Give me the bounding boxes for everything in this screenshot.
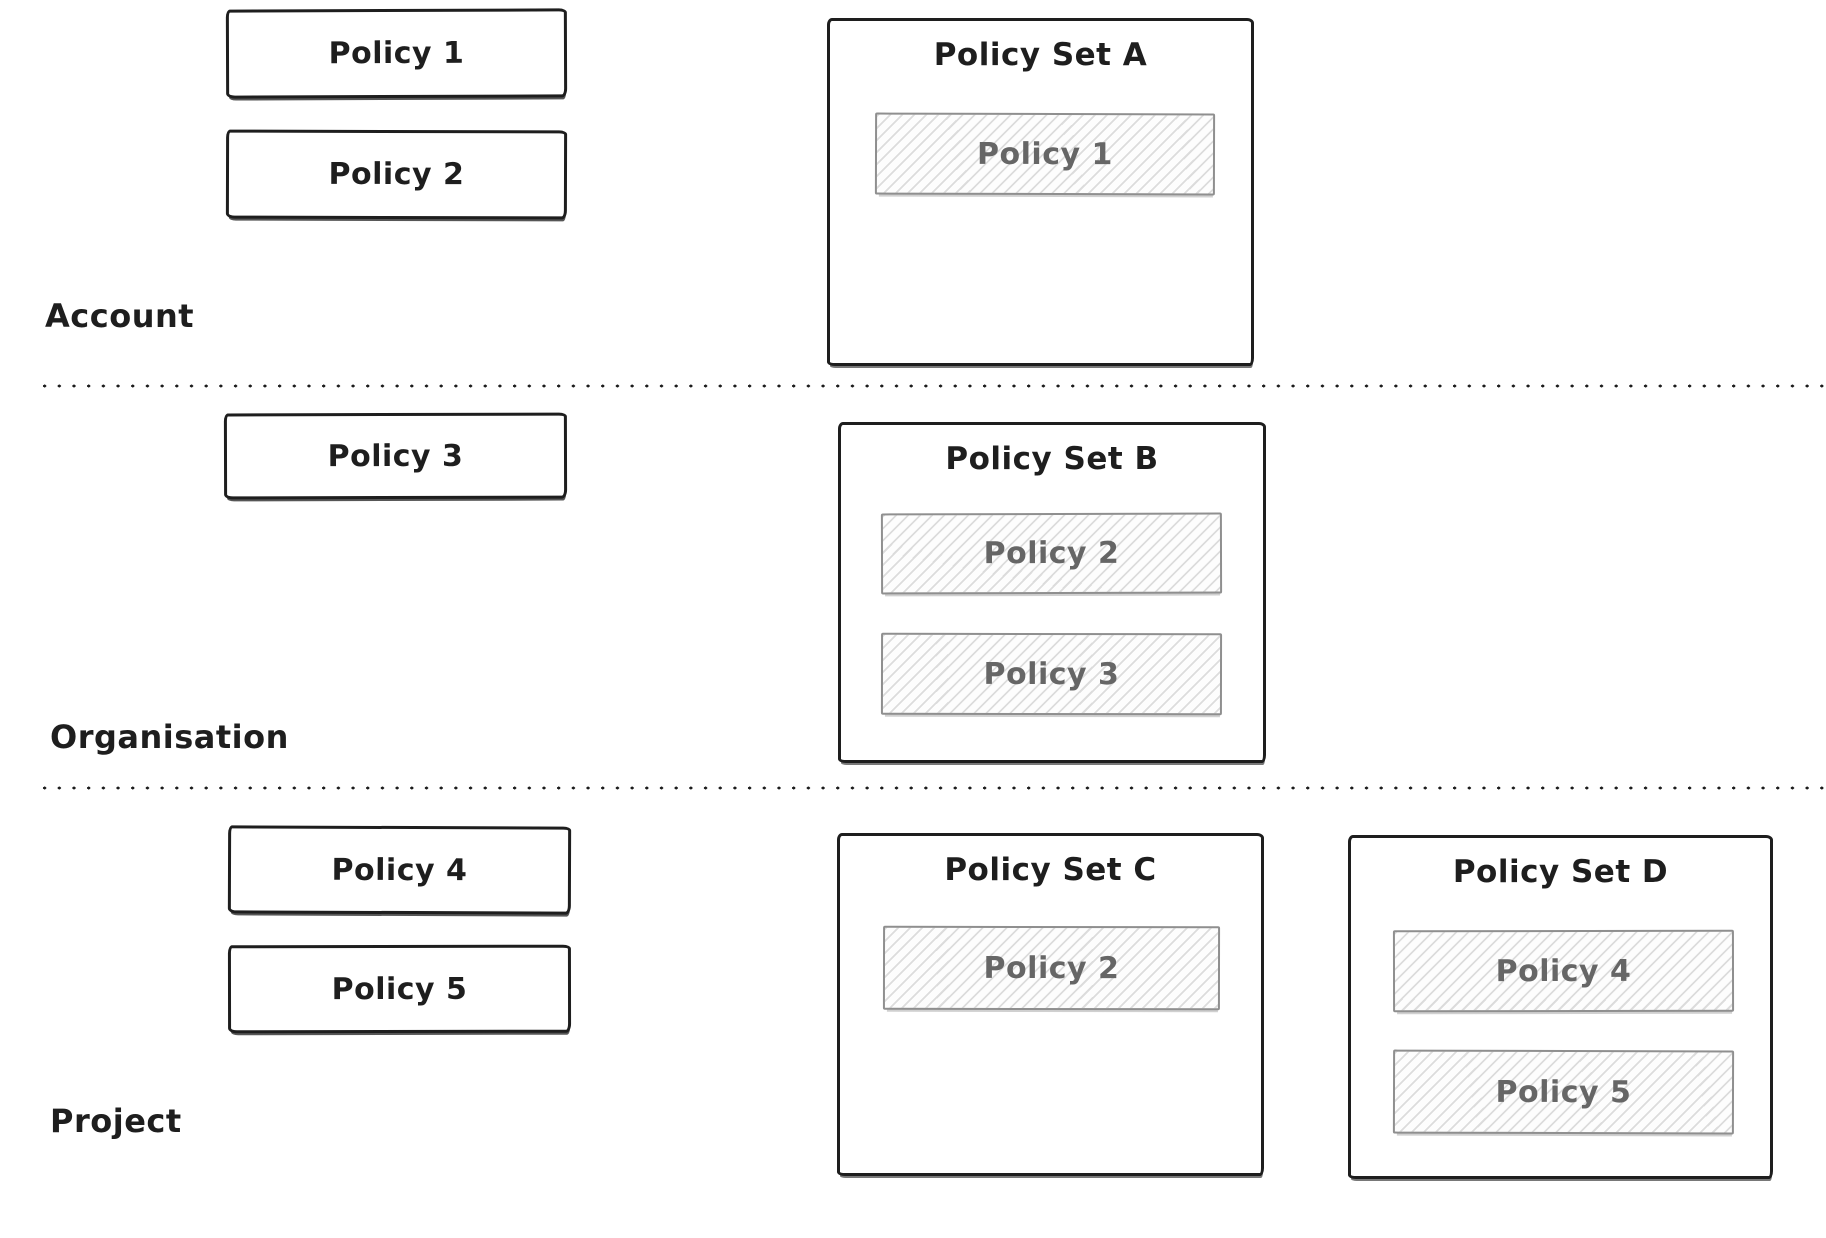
policy-set-title: Policy Set D [1452,854,1669,890]
policy-set-title: Policy Set C [944,852,1157,888]
policy-box-label: Policy 4 [331,852,468,888]
policy-set-member-label: Policy 2 [983,950,1120,986]
section-label: Project [50,1102,182,1140]
policy-set-title: Policy Set B [945,441,1159,477]
policy-set-member: Policy 4 [1392,929,1735,1013]
policy-set-member: Policy 5 [1392,1049,1735,1135]
policy-set-member-label: Policy 5 [1495,1074,1632,1110]
policy-set-member-label: Policy 2 [983,535,1120,572]
policy-set: Policy Set A Policy 1 [827,18,1254,366]
policy-box-label: Policy 5 [331,971,468,1007]
policy-set-member: Policy 2 [882,925,1221,1011]
policy-box-label: Policy 3 [327,438,464,474]
policy-set-member-label: Policy 4 [1495,953,1632,989]
policy-box-label: Policy 2 [328,156,465,193]
policy-set: Policy Set C Policy 2 [837,833,1264,1176]
section-label: Account [45,297,195,335]
section-divider [42,785,1826,791]
policy-box-label: Policy 1 [328,35,465,72]
policy-set-member: Policy 3 [880,632,1223,716]
policy-box: Policy 4 [227,825,572,915]
policy-set: Policy Set D Policy 4 Policy 5 [1348,835,1773,1179]
policy-set-member-label: Policy 3 [983,656,1120,692]
policy-box: Policy 3 [223,412,568,500]
policy-set-title: Policy Set A [933,37,1148,73]
policy-set: Policy Set B Policy 2 Policy 3 [838,422,1266,763]
policy-box: Policy 5 [227,944,572,1034]
policy-set-member: Policy 1 [874,112,1216,196]
policy-set-member-label: Policy 1 [977,136,1113,172]
section-label: Organisation [50,718,289,756]
policy-set-member: Policy 2 [880,512,1223,595]
section-divider [42,383,1826,389]
policy-box: Policy 1 [225,8,568,99]
policy-box: Policy 2 [225,129,568,220]
